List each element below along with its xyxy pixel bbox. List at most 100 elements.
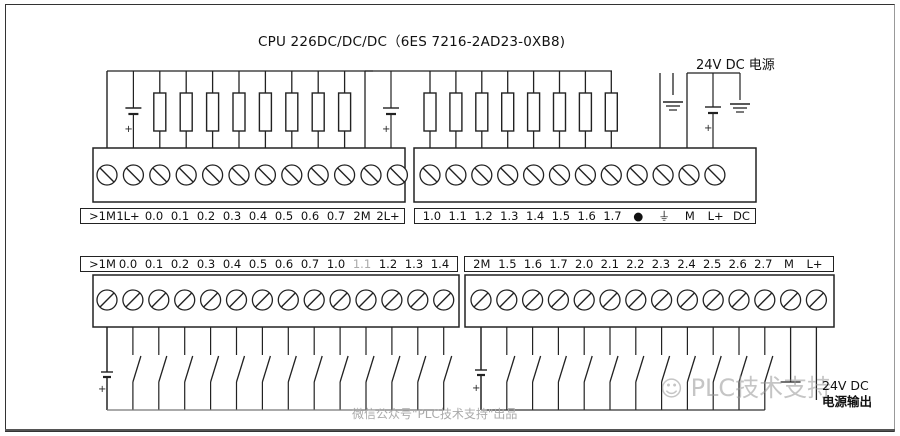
terminal-label: 0.7: [326, 209, 346, 223]
plus-sign: +: [98, 384, 106, 395]
terminal-label: 1L+: [116, 209, 140, 223]
terminal-label: 2.6: [728, 257, 747, 271]
terminal-label: 2.5: [702, 257, 722, 271]
switch-icon: [313, 355, 323, 383]
load-icon: [552, 92, 567, 132]
screw-slot: [389, 167, 406, 183]
load-icon: [526, 92, 541, 132]
wechat-icon: ☺: [660, 377, 683, 402]
switch-icon: [635, 355, 645, 383]
load-icon: [258, 92, 273, 132]
terminal-label: 2.2: [626, 257, 645, 271]
terminal-block-bottom-left: [92, 274, 460, 328]
terminal-label: 0.0: [144, 209, 164, 223]
terminal-label: 1.4: [430, 257, 450, 271]
screw-slot: [306, 292, 322, 308]
plus-sign: +: [704, 123, 712, 134]
terminal-label: 0.6: [274, 257, 294, 271]
switch-icon: [660, 355, 671, 383]
terminal-label: 1.4: [525, 209, 545, 223]
screw-slot: [204, 167, 221, 183]
switch-icon: [609, 355, 619, 383]
screw-slot: [257, 167, 274, 183]
screw-slot: [436, 292, 452, 308]
switch-icon: [557, 355, 568, 383]
screw-slot: [679, 292, 696, 308]
terminal-label: >1M: [89, 257, 116, 271]
screw-slot: [782, 292, 799, 308]
screw-slot: [310, 167, 326, 183]
terminal-label: >1M: [89, 209, 116, 223]
load-icon: [449, 92, 463, 132]
load-icon: [232, 92, 246, 132]
screw-slot: [653, 292, 670, 308]
load-icon: [153, 92, 167, 132]
terminal-label: 1.2: [474, 209, 493, 223]
switch-icon: [686, 355, 697, 383]
load-icon: [337, 92, 352, 132]
screw-slot: [629, 167, 645, 183]
switch-icon: [583, 355, 593, 383]
plus-sign: +: [472, 383, 480, 394]
screw-slot: [410, 292, 426, 308]
screw-slot: [332, 292, 348, 308]
load-icon: [604, 92, 618, 132]
switch-icon: [287, 355, 297, 383]
screw-slot: [152, 167, 168, 183]
terminal-label: L+: [806, 257, 823, 271]
terminal-label: 2.1: [600, 257, 619, 271]
screw-slot: [384, 292, 400, 308]
screw-slot: [125, 292, 141, 308]
switch-icon: [738, 355, 748, 383]
terminal-label: 0.1: [170, 209, 190, 223]
screw-slot: [550, 292, 567, 308]
screw-slot: [655, 167, 671, 183]
screw-slot: [151, 292, 167, 308]
terminal-label: ●: [633, 209, 644, 223]
screw-slot: [125, 167, 142, 183]
terminal-label: 0.6: [300, 209, 320, 223]
screw-slot: [231, 167, 247, 183]
switch-icon: [365, 355, 375, 383]
terminal-label: L+: [707, 209, 724, 223]
terminal-label: 1.6: [523, 257, 543, 271]
plus-sign: +: [124, 124, 132, 135]
terminal-label: 0.4: [248, 209, 268, 223]
screw-slot: [705, 292, 721, 308]
output-power-label: 24V DC 电源输出: [822, 378, 872, 410]
screw-slot: [228, 292, 245, 308]
screw-slot: [99, 167, 115, 183]
output-power-label-line1: 24V DC: [822, 378, 869, 393]
terminal-label: 1.1: [448, 209, 467, 223]
switch-icon: [209, 355, 220, 383]
switch-icon: [506, 355, 516, 383]
switch-icon: [339, 355, 349, 383]
terminal-label: 1.5: [551, 209, 571, 223]
terminal-label: 1.7: [549, 257, 568, 271]
screw-slot: [254, 292, 271, 308]
terminal-label: M: [783, 257, 794, 271]
terminal-label: 2M: [473, 257, 491, 271]
screw-slot: [551, 167, 568, 183]
terminal-label: 2.3: [651, 257, 671, 271]
switch-icon: [712, 355, 722, 383]
switch-icon: [443, 355, 453, 383]
load-icon: [475, 92, 489, 132]
terminal-label: 0.1: [144, 257, 164, 271]
screw-slot: [603, 167, 619, 183]
screw-slot: [602, 292, 618, 308]
terminal-label: 2.0: [575, 257, 594, 271]
terminal-label: 0.4: [222, 257, 242, 271]
screw-slot: [576, 292, 592, 308]
screw-slot: [577, 167, 594, 183]
terminal-label: 1.3: [404, 257, 424, 271]
screw-slot: [99, 292, 115, 308]
screw-slot: [757, 292, 773, 308]
terminal-label: 0.2: [196, 209, 216, 223]
screw-slot: [808, 292, 825, 308]
screw-slot: [358, 292, 374, 308]
terminal-label: 1.5: [498, 257, 517, 271]
terminal-label: 1.3: [500, 209, 519, 223]
